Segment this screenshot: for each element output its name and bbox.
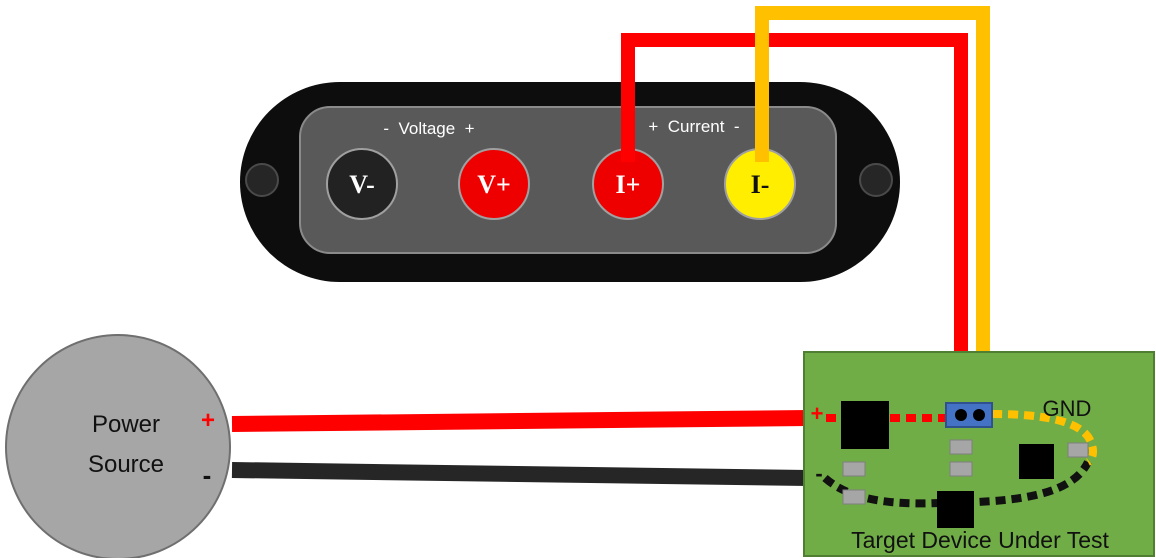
terminal-i-minus[interactable]: I-	[724, 148, 796, 220]
board-minus-label: -	[815, 461, 822, 486]
terminal-v-minus-label: V-	[349, 170, 375, 199]
power-source-minus: -	[203, 460, 212, 490]
terminal-v-minus[interactable]: V-	[326, 148, 398, 220]
board-chip-left	[841, 401, 889, 449]
yellow-wire-stub	[755, 110, 769, 162]
board-title: Target Device Under Test	[851, 527, 1109, 553]
target-board: + - GND Target Device Under Test	[803, 351, 1155, 557]
power-source-plus: +	[201, 407, 215, 434]
board-smd-2	[949, 461, 973, 477]
board-chip-bottom	[937, 491, 974, 528]
board-smd-1	[949, 439, 973, 455]
power-source: Power Source + -	[5, 334, 809, 558]
board-gnd-trace	[991, 410, 1098, 466]
board-smd-5	[1067, 442, 1089, 458]
power-source-label-line2: Source	[88, 451, 164, 478]
board-smd-3	[842, 461, 866, 477]
current-label: + Current -	[648, 117, 739, 136]
terminal-v-plus-label: V+	[477, 170, 511, 199]
board-connector-pin-2	[973, 409, 985, 421]
terminal-i-plus-label: I+	[616, 170, 641, 199]
board-smd-4	[842, 489, 866, 505]
mounting-hole-left	[245, 163, 279, 197]
board-connector[interactable]	[945, 402, 993, 428]
board-gnd-label: GND	[1043, 396, 1092, 421]
mounting-hole-right	[859, 163, 893, 197]
black-wire-power-minus	[231, 462, 809, 486]
meter-faceplate	[299, 106, 837, 254]
yellow-wire-meter-to-board	[755, 6, 990, 404]
red-wire-power-plus	[231, 410, 809, 432]
multimeter: - Voltage + + Current - V- V+	[240, 82, 900, 282]
voltage-label: - Voltage +	[383, 119, 474, 138]
board-pcb	[803, 351, 1155, 557]
power-source-label-line1: Power	[92, 411, 160, 438]
terminal-v-plus[interactable]: V+	[458, 148, 530, 220]
terminal-v-plus-jack	[458, 148, 530, 220]
red-wire-meter-to-board	[621, 33, 968, 404]
terminal-i-minus-label: I-	[751, 170, 770, 199]
red-wire-stub	[621, 110, 635, 162]
board-chip-right	[1019, 444, 1054, 479]
power-source-body	[5, 334, 231, 558]
board-connector-pin-1	[955, 409, 967, 421]
terminal-i-plus[interactable]: I+	[592, 148, 664, 220]
board-plus-label: +	[811, 401, 824, 426]
board-connector-body	[945, 402, 993, 428]
terminal-v-minus-jack	[326, 148, 398, 220]
